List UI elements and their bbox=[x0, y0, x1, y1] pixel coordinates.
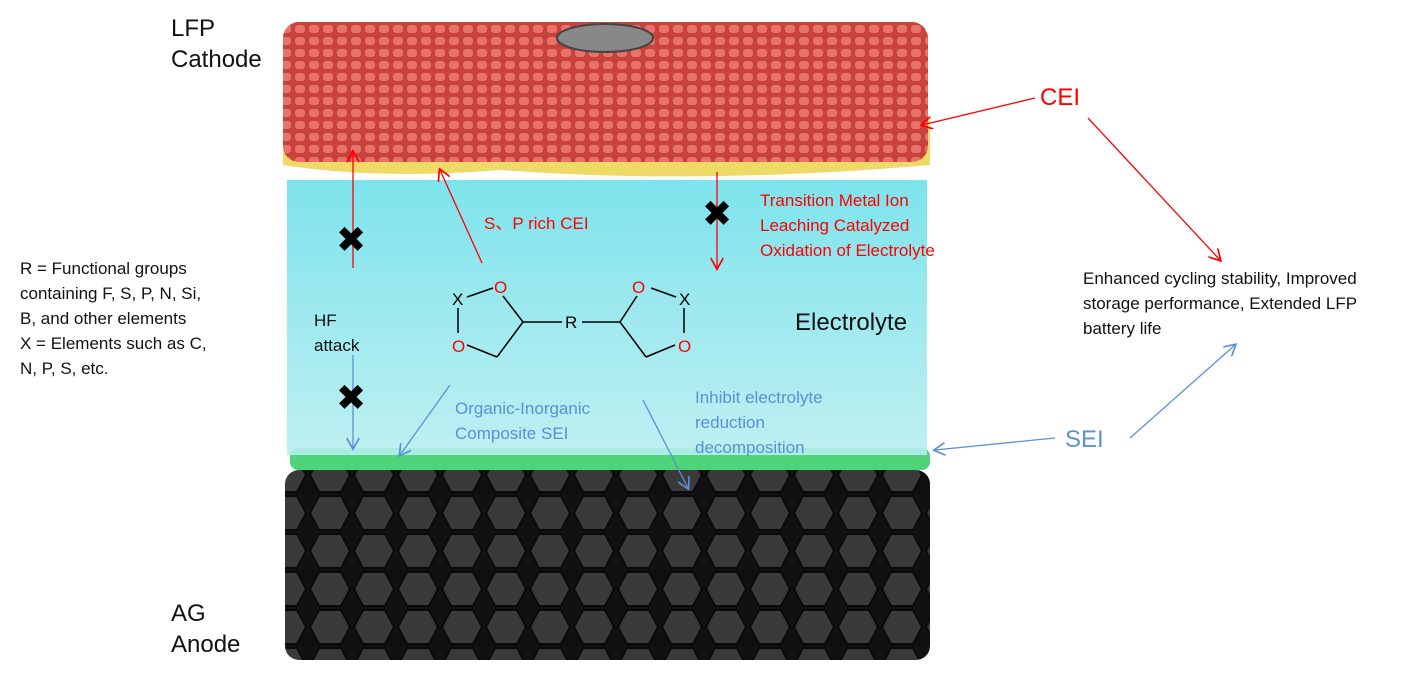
molecule-x-right: X bbox=[679, 290, 690, 309]
cei-label: CEI bbox=[1040, 84, 1081, 111]
svg-text:✖: ✖ bbox=[336, 220, 366, 261]
molecule-structure bbox=[457, 287, 685, 358]
molecule-x-left: X bbox=[452, 290, 463, 309]
svg-text:✖: ✖ bbox=[702, 194, 732, 235]
sp-rich-cei-text: S、P rich CEI bbox=[484, 214, 589, 233]
electrolyte-box bbox=[287, 180, 927, 455]
anode-block bbox=[285, 470, 930, 660]
block-x-icon: ✖ ✖ ✖ bbox=[336, 194, 732, 419]
molecule-o: O bbox=[678, 337, 691, 356]
molecule-r: R bbox=[565, 313, 577, 332]
svg-text:✖: ✖ bbox=[336, 378, 366, 419]
terminal-cap bbox=[556, 23, 654, 53]
sei-label: SEI bbox=[1065, 426, 1104, 453]
electrolyte-label: Electrolyte bbox=[795, 309, 908, 336]
cathode-block bbox=[283, 22, 928, 162]
molecule-o: O bbox=[632, 278, 645, 297]
molecule-o: O bbox=[452, 337, 465, 356]
molecule-o: O bbox=[494, 278, 507, 297]
